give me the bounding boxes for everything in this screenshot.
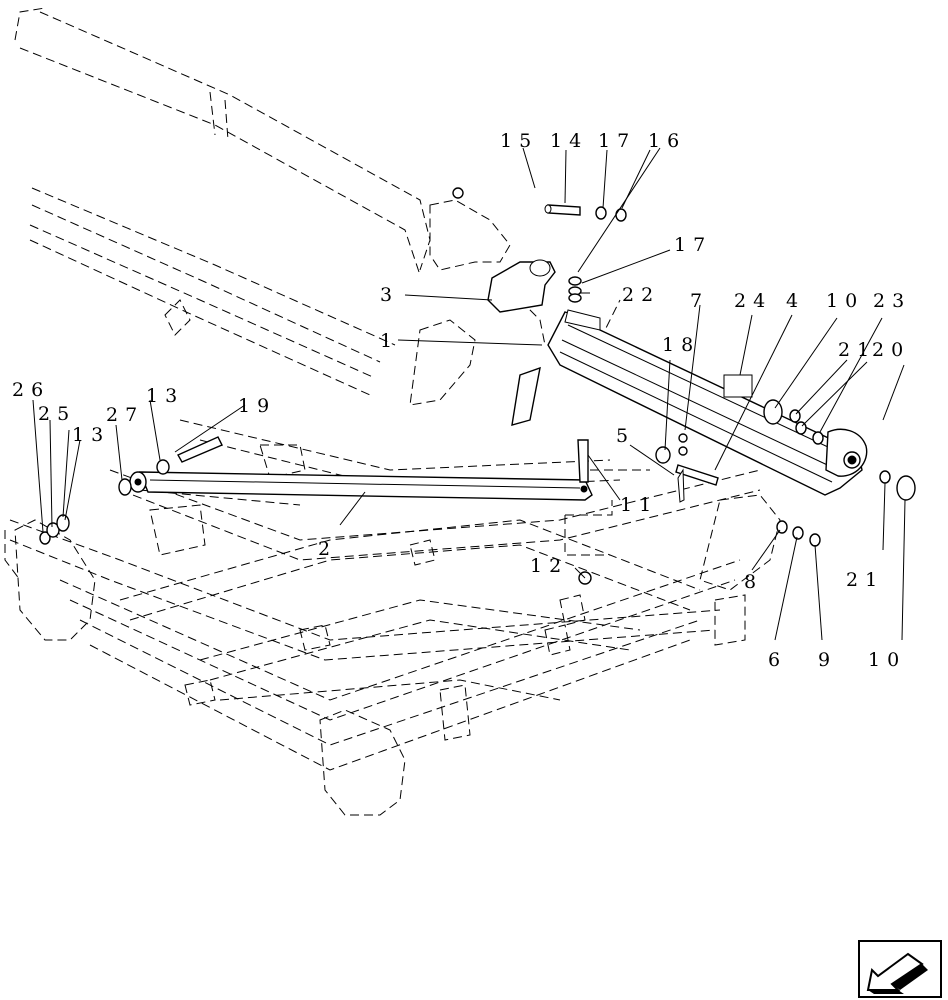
callout-22: 22 [622, 284, 660, 306]
callout-6: 6 [768, 649, 787, 671]
arrow-down-left-icon [866, 952, 928, 994]
callout-10: 10 [868, 649, 906, 671]
pin [675, 464, 719, 486]
callout-3: 3 [380, 284, 399, 306]
callout-15: 15 [500, 130, 538, 152]
callout-17: 17 [598, 130, 636, 152]
callout-18: 18 [662, 334, 700, 356]
callout-13: 13 [146, 385, 184, 407]
leader-lines [32, 147, 906, 641]
callout-25: 25 [38, 403, 76, 425]
callout-8: 8 [744, 571, 763, 593]
callout-26: 26 [12, 379, 50, 401]
pin [547, 204, 581, 216]
parts [39, 187, 916, 585]
callout-21: 21 [838, 339, 876, 361]
pin [177, 436, 223, 463]
callout-23: 23 [873, 290, 911, 312]
sleeve [511, 366, 541, 426]
lift-arm [547, 309, 868, 496]
decal [723, 374, 753, 398]
callout-7: 7 [690, 290, 709, 312]
callout-1: 1 [380, 330, 399, 352]
tie-bar [129, 471, 593, 501]
callout-17: 17 [674, 234, 712, 256]
callout-10: 10 [826, 290, 864, 312]
previous-page-button[interactable] [858, 940, 942, 998]
callout-2: 2 [318, 538, 337, 560]
callout-14: 14 [550, 130, 588, 152]
callout-13: 13 [72, 424, 110, 446]
callout-5: 5 [616, 425, 635, 447]
callout-20: 20 [872, 339, 910, 361]
callouts: 15 14 17 16 17 3 22 7 24 4 10 23 1 18 21… [12, 130, 911, 671]
callout-12: 12 [530, 555, 568, 577]
callout-9: 9 [818, 649, 837, 671]
bolt [577, 439, 589, 483]
washers [39, 187, 916, 585]
callout-21: 21 [846, 569, 884, 591]
callout-11: 11 [620, 494, 658, 516]
callout-19: 19 [238, 395, 276, 417]
callout-16: 16 [648, 130, 686, 152]
callout-4: 4 [786, 290, 805, 312]
callout-24: 24 [734, 290, 772, 312]
callout-27: 27 [106, 404, 144, 426]
